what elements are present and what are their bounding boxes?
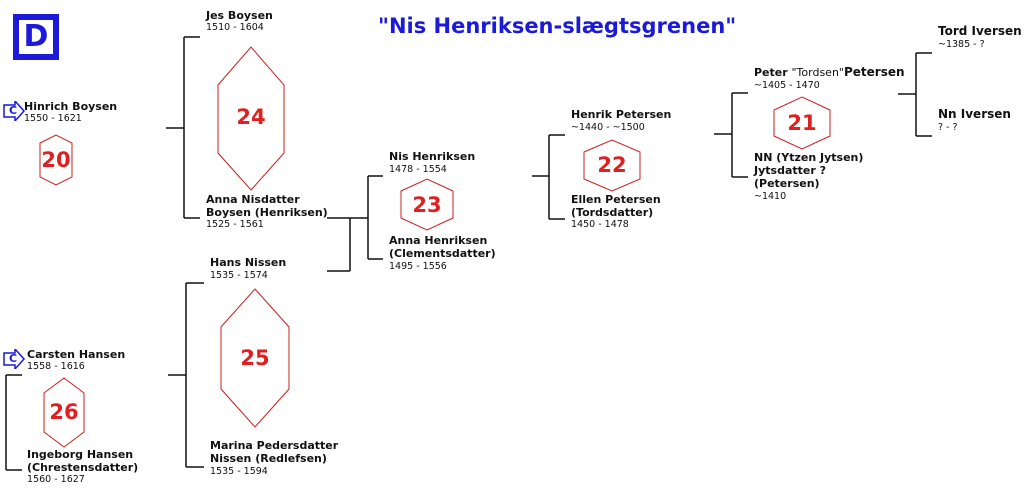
person-dates-jes-boysen: 1510 - 1604 (206, 22, 264, 33)
person-name-anna-nisdatter[interactable]: Anna Nisdatter (206, 193, 300, 206)
person-name-carsten-hansen[interactable]: Carsten Hansen (27, 348, 126, 361)
generation-hexagon-26 (43, 377, 85, 448)
c-arrow-icon[interactable]: C (3, 99, 26, 123)
generation-hexagon-22 (583, 139, 641, 192)
name-part: Peter (754, 66, 792, 79)
person-dates-henrik-petersen: ~1440 - ~1500 (571, 122, 645, 133)
generation-number-22: 22 (597, 153, 627, 177)
person-name-ellen-petersen[interactable]: Ellen Petersen (571, 193, 661, 206)
page-title: "Nis Henriksen-slægtsgrenen" (378, 14, 737, 38)
person-dates-carsten-hansen: 1558 - 1616 (27, 361, 85, 372)
name-nickname: "Tordsen" (791, 66, 844, 79)
c-arrow-icon[interactable]: C (3, 347, 26, 371)
generation-number-26: 26 (49, 400, 79, 424)
generation-hexagon-25 (220, 288, 290, 428)
generation-hexagon-20 (39, 134, 73, 186)
person-dates-hinrich-boysen: 1550 - 1621 (24, 113, 82, 124)
person-dates-ellen-petersen: 1450 - 1478 (571, 219, 629, 230)
person-dates-anna-henriksen: 1495 - 1556 (389, 261, 447, 272)
logo-letter: D (23, 19, 49, 54)
person-dates-ingeborg-hansen: 1560 - 1627 (27, 474, 85, 485)
generation-hexagon-21 (773, 96, 831, 150)
generation-hexagon-23 (400, 178, 454, 231)
person-name-hinrich-boysen[interactable]: Hinrich Boysen (24, 100, 118, 113)
generation-number-20: 20 (41, 148, 71, 172)
generation-hexagon-24 (217, 46, 285, 191)
person-name-ellen-petersen-line2[interactable]: (Tordsdatter) (571, 206, 654, 219)
section-logo: D (13, 14, 59, 60)
person-name-anna-henriksen[interactable]: Anna Henriksen (389, 234, 488, 247)
person-name-marina-pedersdatter-line2[interactable]: Nissen (Redlefsen) (210, 452, 327, 465)
person-dates-nn-ytzen: ~1410 (754, 191, 787, 202)
generation-number-24: 24 (236, 105, 266, 129)
generation-number-21: 21 (787, 111, 817, 135)
person-dates-hans-nissen: 1535 - 1574 (210, 270, 268, 281)
person-dates-tord-iversen: ~1385 - ? (938, 39, 985, 50)
person-dates-marina-pedersdatter: 1535 - 1594 (210, 466, 268, 477)
person-name-nn-ytzen-line3[interactable]: (Petersen) (754, 177, 820, 190)
person-name-anna-henriksen-line2[interactable]: (Clementsdatter) (389, 247, 496, 260)
person-name-henrik-petersen[interactable]: Henrik Petersen (571, 108, 672, 121)
name-part: Petersen (843, 65, 905, 79)
person-dates-peter-petersen: ~1405 - 1470 (754, 80, 820, 91)
person-name-tord-iversen[interactable]: Tord Iversen (938, 24, 1022, 38)
person-name-hans-nissen[interactable]: Hans Nissen (210, 256, 287, 269)
person-name-ingeborg-hansen[interactable]: Ingeborg Hansen (27, 448, 134, 461)
generation-number-23: 23 (412, 193, 442, 217)
person-dates-anna-nisdatter: 1525 - 1561 (206, 219, 264, 230)
person-name-jes-boysen[interactable]: Jes Boysen (206, 9, 273, 22)
person-name-marina-pedersdatter[interactable]: Marina Pedersdatter (210, 439, 339, 452)
person-dates-nis-henriksen: 1478 - 1554 (389, 164, 447, 175)
person-name-nn-ytzen-line2[interactable]: Jytsdatter ? (754, 164, 826, 177)
person-dates-nn-iversen: ? - ? (938, 122, 958, 133)
generation-number-25: 25 (240, 346, 270, 370)
person-name-peter-tordsen-petersen[interactable]: Peter "Tordsen"Petersen (754, 65, 905, 80)
person-name-nn-ytzen-jytsen[interactable]: NN (Ytzen Jytsen) (754, 151, 864, 164)
person-name-anna-nisdatter-line2[interactable]: Boysen (Henriksen) (206, 206, 328, 219)
person-name-ingeborg-hansen-line2[interactable]: (Chrestensdatter) (27, 461, 139, 474)
person-name-nn-iversen[interactable]: Nn Iversen (938, 107, 1011, 121)
person-name-nis-henriksen[interactable]: Nis Henriksen (389, 150, 476, 163)
